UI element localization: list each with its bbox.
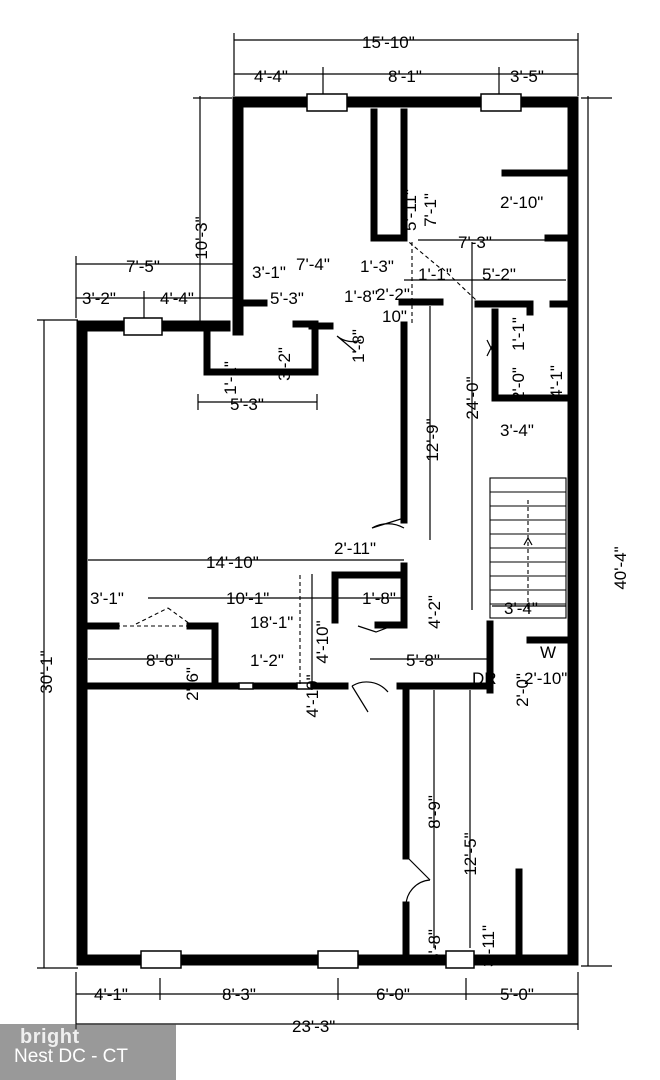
dim-3-8: 3'-8" <box>425 929 444 963</box>
dim-12-5: 12'-5" <box>461 832 480 875</box>
window <box>238 682 254 690</box>
reference-lines <box>116 237 477 686</box>
dim-bottom-c: 6'-0" <box>376 985 410 1004</box>
dim-7-4: 7'-4" <box>296 255 330 274</box>
dim-bottom-d: 5'-0" <box>500 985 534 1004</box>
dim-10-1: 10'-1" <box>226 589 269 608</box>
dim-1-2: 1'-2" <box>250 651 284 670</box>
dim-3-1: 3'-1" <box>252 263 286 282</box>
dim-closet-w: 2'-10" <box>500 193 543 212</box>
window <box>445 950 475 969</box>
dim-4-10a: 4'-10" <box>313 620 332 663</box>
dim-5-3b: 5'-3" <box>230 395 264 414</box>
dim-5-3a: 5'-3" <box>270 289 304 308</box>
dim-10: 10" <box>382 307 407 326</box>
windows <box>123 93 522 969</box>
dim-closet-a: 5'-11" <box>401 189 420 231</box>
dim-top-mid: 8'-1" <box>388 67 422 86</box>
dim-hall-w: 7'-3" <box>458 233 492 252</box>
dim-1-1b: 1'-1" <box>221 361 240 395</box>
dim-5-8: 5'-8" <box>406 651 440 670</box>
dim-top-overall: 15'-10" <box>362 33 415 52</box>
dim-12-9: 12'-9" <box>423 418 442 461</box>
listing-source: Nest DC - CT <box>14 1046 128 1067</box>
dim-1-1a: 1'-1" <box>418 265 452 284</box>
dim-2-0a: 2'-0" <box>509 367 528 401</box>
dim-18-1: 18'-1" <box>250 613 293 632</box>
dim-2-11: 2'-11" <box>334 539 376 558</box>
window <box>480 93 522 112</box>
label-w: W <box>540 643 556 662</box>
dim-upper-left-height: 10'-3" <box>192 216 211 259</box>
dim-top-left: 4'-4" <box>254 67 288 86</box>
dim-2-2: 2'-2" <box>376 285 410 304</box>
dim-14-10: 14'-10" <box>206 553 259 572</box>
dim-5-2: 5'-2" <box>482 265 516 284</box>
dim-8-9: 8'-9" <box>425 795 444 829</box>
dim-2-0b: 2'-0" <box>513 673 532 707</box>
dim-1-8-vert: 1'-8" <box>349 329 368 363</box>
dim-closet-b: 7'-1" <box>421 193 440 227</box>
window <box>123 317 163 336</box>
dim-4-10b: 4'-10" <box>303 674 322 717</box>
exterior-walls <box>76 96 579 966</box>
brand-logo: bright <box>20 1026 80 1048</box>
dim-3-1b: 3'-1" <box>90 589 124 608</box>
watermark-banner: bright Nest DC - CT <box>0 1024 176 1080</box>
window <box>306 93 348 112</box>
dim-4-2: 4'-2" <box>425 595 444 629</box>
dim-3-11: 3'-11" <box>479 925 498 967</box>
dim-1-1c: 1'-1" <box>509 317 528 351</box>
dimension-lines <box>37 33 612 1030</box>
interior-walls <box>84 108 570 959</box>
label-dr: DR <box>472 669 497 688</box>
window <box>317 950 359 969</box>
dim-2-6: 2'-6" <box>183 667 202 701</box>
window <box>296 682 312 690</box>
dim-landing-w: 7'-5" <box>126 257 160 276</box>
dim-overall-right: 40'-4" <box>611 546 630 589</box>
dim-3-2b: 3'-2" <box>275 347 294 381</box>
dim-8-6: 8'-6" <box>146 651 180 670</box>
dim-bottom-a: 4'-1" <box>94 985 128 1004</box>
dim-overall-left: 30'-1" <box>37 650 56 693</box>
dim-3-4b: 3'-4" <box>504 599 538 618</box>
dim-2-10b: 2'-10" <box>524 669 567 688</box>
dim-4-1a: 4'-1" <box>547 365 566 399</box>
dimension-labels: 15'-10" 4'-4" 8'-1" 3'-5" 10'-3" 5'-11" … <box>37 33 630 1036</box>
stairs <box>489 477 567 619</box>
dim-3-4a: 3'-4" <box>500 421 534 440</box>
dim-1-3: 1'-3" <box>360 257 394 276</box>
dim-24-0: 24'-0" <box>463 376 482 419</box>
doors <box>336 335 496 906</box>
dim-top-right: 3'-5" <box>510 67 544 86</box>
dim-3-2a: 3'-2" <box>82 289 116 308</box>
dim-bottom-b: 8'-3" <box>222 985 256 1004</box>
dim-1-8b: 1'-8" <box>362 589 396 608</box>
window <box>140 950 182 969</box>
dim-1-8a: 1'-8" <box>344 287 378 306</box>
dim-4-4b: 4'-4" <box>160 289 194 308</box>
dim-bottom-overall: 23'-3" <box>292 1017 335 1036</box>
